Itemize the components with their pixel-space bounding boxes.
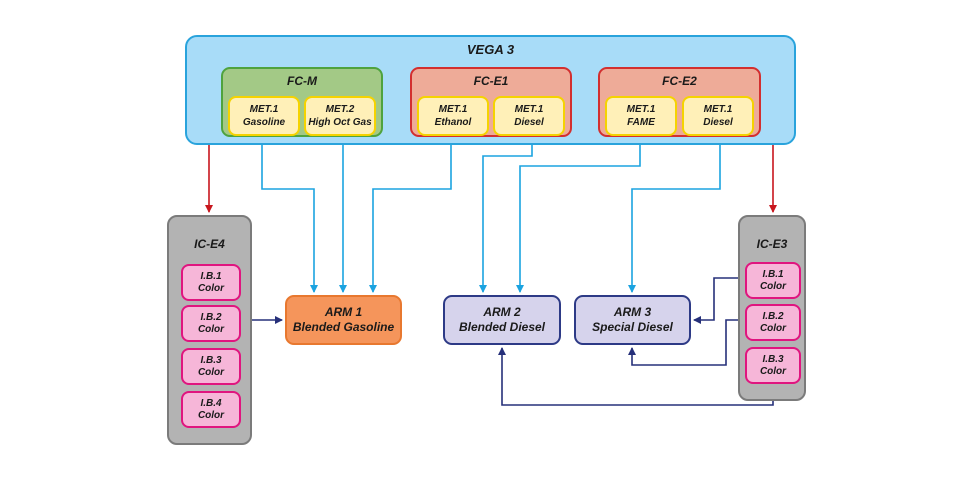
fc-e1-title: FC-E1 [473,74,509,88]
node-label: I.B.1 [200,270,222,282]
node-sublabel: FAME [627,117,655,128]
node-sublabel: Color [759,280,787,292]
node-label: I.B.2 [762,310,784,322]
node-sublabel: Diesel [514,117,544,128]
vega3-title: VEGA 3 [466,42,515,57]
connector-fc-m-met-1-gasoline-to-arm-1 [261,135,318,293]
node-label: MET.1 [626,104,656,115]
node-label: ARM 2 [483,305,521,319]
node-sublabel: Ethanol [434,117,472,128]
node-label: MET.1 [514,104,544,115]
node-label: ARM 1 [324,305,363,319]
ic-e4-title: IC-E4 [194,237,225,251]
node-sublabel: Color [197,282,225,294]
node-label: MET.1 [438,104,468,115]
node-sublabel: High Oct Gas [308,117,372,128]
node-label: I.B.3 [200,354,222,366]
node-label: ARM 3 [613,305,652,319]
node-sublabel: Color [197,409,225,421]
node-sublabel: Color [197,366,225,378]
node-label: MET.1 [703,104,733,115]
connector-fc-e2-met-1-diesel-to-arm-3 [628,135,721,293]
node-label: MET.2 [325,104,355,115]
connector-ic-e3-i-b-2-to-arm-3 [628,319,742,366]
connector-fc-e2-met-1-fame-to-arm-2 [516,135,641,293]
connector-fc-e1-met-1-ethanol-to-arm-1 [369,135,452,293]
node-sublabel: Color [759,322,787,334]
node-label: I.B.4 [200,397,222,409]
node-sublabel: Special Diesel [592,320,673,334]
node-label: I.B.3 [762,353,784,365]
connector-ic-e3-i-b-3-to-arm-2 [498,347,774,406]
fc-e2-title: FC-E2 [662,74,697,88]
ic-e3-title: IC-E3 [756,237,788,251]
fc-m-title: FC-M [287,74,317,88]
node-sublabel: Blended Gasoline [292,320,395,334]
node-sublabel: Diesel [703,117,733,128]
connector-ic-e3-i-b-1-to-arm-3 [693,277,742,324]
node-sublabel: Gasoline [242,117,286,128]
node-sublabel: Color [759,365,787,377]
node-label: I.B.1 [762,268,784,280]
node-sublabel: Blended Diesel [458,320,546,334]
node-sublabel: Color [197,323,225,335]
connector-fc-e1-met-1-diesel-to-arm-2 [479,135,533,293]
node-label: MET.1 [249,104,279,115]
node-label: I.B.2 [200,311,222,323]
